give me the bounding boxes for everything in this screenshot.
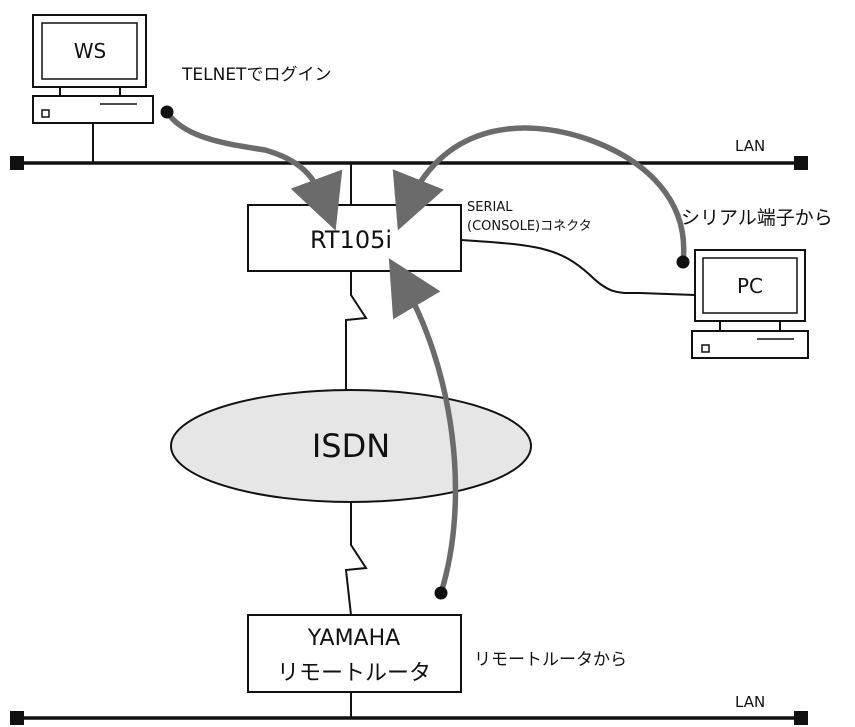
serial-arrow-start-dot — [676, 255, 690, 269]
ws-label: WS — [74, 39, 106, 63]
remote-router-label-line2: リモートルータ — [277, 661, 431, 686]
lan-bottom-left-terminator — [10, 711, 24, 725]
remote-arrow-start-dot — [434, 586, 448, 600]
access-arrows — [160, 105, 690, 600]
lan-top-right-terminator — [794, 156, 808, 170]
lan-top: LAN — [10, 137, 808, 170]
lan-top-left-terminator — [10, 156, 24, 170]
serial-label-line2: (CONSOLE)コネクタ — [467, 219, 592, 234]
remote-router-from-label: リモートルータから — [474, 650, 627, 670]
isdn-cloud: ISDN — [170, 389, 532, 503]
remote-router-label-line1: YAMAHA — [307, 626, 400, 651]
remote-router: YAMAHA リモートルータ — [247, 614, 462, 693]
pc-label: PC — [737, 274, 763, 298]
telnet-arrow-start-dot — [160, 105, 174, 119]
lan-bottom-label: LAN — [735, 693, 765, 711]
serial-terminal-label: シリアル端子から — [681, 207, 833, 229]
router-rt105i: RT105i — [247, 204, 462, 272]
remote-router-arrow — [388, 258, 459, 596]
telnet-login-label: TELNETでログイン — [181, 65, 331, 85]
serial-cable — [460, 239, 696, 296]
lan-top-label: LAN — [735, 137, 765, 155]
ws-computer-icon: WS — [32, 14, 154, 124]
pc-computer-icon: PC — [691, 249, 809, 359]
lan-bottom: LAN — [10, 693, 808, 725]
isdn-link-bottom — [344, 500, 368, 616]
isdn-link-top — [345, 271, 368, 391]
isdn-label: ISDN — [312, 427, 390, 465]
telnet-arrow — [164, 109, 343, 231]
serial-label-line1: SERIAL — [467, 200, 513, 215]
lan-bottom-right-terminator — [794, 711, 808, 725]
router-label: RT105i — [310, 226, 392, 254]
serial-terminal-arrow — [392, 125, 687, 265]
